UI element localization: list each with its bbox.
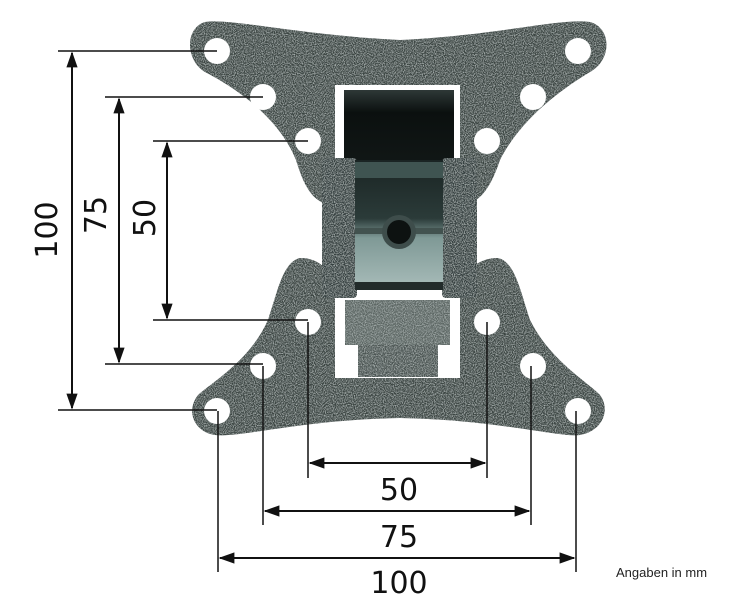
horizontal-extension-lines: [217, 322, 577, 572]
mounting-holes: [204, 38, 591, 424]
dim-label-horizontal-100: 100: [370, 566, 427, 600]
hole-top-right-100: [565, 38, 591, 64]
top-mount-plate: [190, 21, 607, 205]
dim-label-horizontal-50: 50: [380, 473, 418, 508]
unit-note: Angaben in mm: [616, 565, 708, 580]
hole-top-right-75: [520, 84, 546, 110]
vertical-dimension-lines: [66, 51, 173, 410]
bottom-mount-plate: [192, 258, 605, 436]
dim-label-horizontal-75: 75: [380, 520, 418, 555]
dim-label-vertical-100: 100: [30, 201, 65, 258]
dim-label-vertical-50: 50: [128, 199, 163, 237]
hole-bottom-right-100: [565, 398, 591, 424]
dim-label-vertical-75: 75: [79, 196, 114, 234]
hole-top-right-50: [474, 128, 500, 154]
tilt-mechanism: [322, 90, 477, 377]
hole-bottom-right-75: [520, 353, 546, 379]
hole-bottom-left-100: [204, 398, 230, 424]
vertical-extension-lines: [58, 50, 308, 411]
horizontal-dimension-lines: [218, 457, 576, 564]
